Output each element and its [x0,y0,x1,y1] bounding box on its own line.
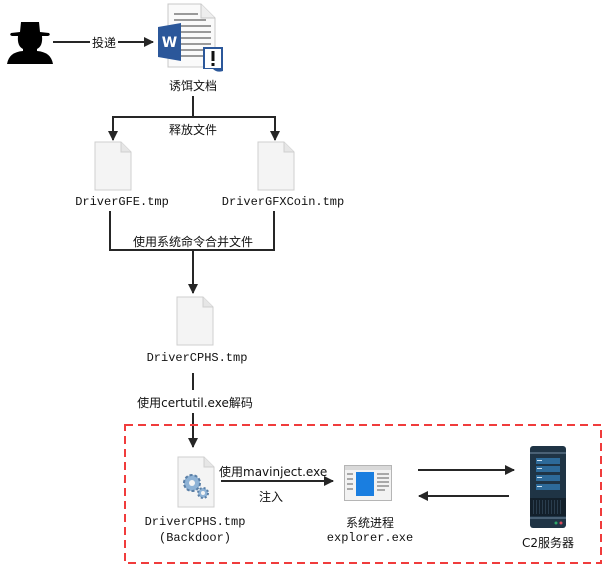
file-gfxcoin-label: DriverGFXCoin.tmp [221,195,345,209]
file-gfe-node [94,141,132,195]
edge-label-release: 释放文件 [166,121,220,138]
edge-label-deliver: 投递 [90,34,119,51]
backdoor-label-line2: (Backdoor) [158,531,232,545]
explorer-node [344,465,392,505]
explorer-label-line2: explorer.exe [326,531,414,545]
edge-label-merge: 使用系统命令合并文件 [132,235,254,249]
execution-boundary [124,424,602,564]
word-document-warning-icon: W [158,3,223,72]
file-cphs-label: DriverCPHS.tmp [146,351,248,365]
c2-server-label: C2服务器 [521,536,575,550]
svg-text:W: W [162,35,177,51]
blank-file-icon [94,141,132,191]
backdoor-node [177,456,215,512]
file-gfxcoin-node [257,141,295,195]
server-icon [530,446,566,528]
c2-server-node [530,446,566,532]
blank-file-icon [257,141,295,191]
lure-document-label: 诱饵文档 [168,79,218,93]
edge-label-decode: 使用certutil.exe解码 [137,396,253,410]
explorer-label-line1: 系统进程 [345,516,395,530]
lure-document-node: W [157,3,225,77]
edge-label-inject-line1: 使用mavinject.exe [219,465,328,479]
application-window-icon [344,465,392,501]
file-gfe-label: DriverGFE.tmp [75,195,169,209]
backdoor-label-line1: DriverCPHS.tmp [144,515,246,529]
hacker-icon [7,22,53,64]
gear-file-icon [177,456,215,508]
attacker-node [7,20,53,68]
edge-label-inject-line2: 注入 [258,490,284,504]
file-cphs-node [176,296,214,350]
blank-file-icon [176,296,214,346]
